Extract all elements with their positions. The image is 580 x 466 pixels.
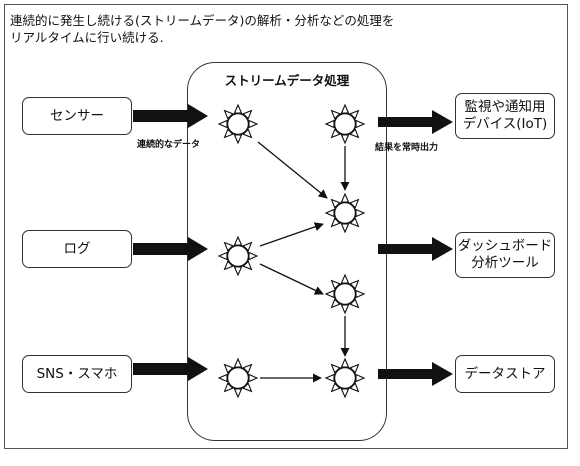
flow-arrow-1: [257, 141, 328, 199]
figure-frame: [4, 4, 568, 449]
source-sns-smartphone: SNS・スマホ: [22, 355, 132, 393]
sun-gear-icon: [325, 193, 365, 233]
processor-nodes: [218, 104, 365, 398]
output-arrow-monitoring: [378, 110, 453, 134]
sun-gear-icon: [325, 104, 365, 144]
input-arrow-log: [133, 237, 208, 261]
stream-processing-title: ストリームデータ処理: [224, 73, 350, 88]
flow-arrow-4: [259, 263, 324, 295]
output-datastore: データストア: [455, 355, 555, 393]
sun-gear-icon: [325, 358, 365, 398]
output-arrow-datastore: [378, 362, 453, 386]
input-arrow-sensor: [133, 104, 208, 128]
sun-gear-icon: [218, 104, 258, 144]
sun-gear-icon: [218, 358, 258, 398]
intro-text: 連続的に発生し続ける(ストリームデータ)の解析・分析などの処理を リアルタイムに…: [10, 13, 395, 45]
sun-gear-icon: [218, 236, 258, 276]
output-arrows: [378, 110, 453, 386]
continuous-data-label: 連続的なデータ: [137, 140, 201, 150]
flow-arrow-3: [259, 222, 324, 247]
output-arrow-dashboard: [378, 237, 453, 261]
input-arrows: [133, 104, 208, 381]
constant-output-label: 結果を常時出力: [375, 143, 439, 153]
sun-gear-icon: [325, 274, 365, 314]
output-monitoring-device: 監視や通知用 デバイス(IoT): [455, 93, 555, 139]
source-log: ログ: [22, 230, 132, 268]
output-dashboard-tool: ダッシュボード 分析ツール: [455, 232, 555, 278]
input-arrow-sns: [133, 357, 208, 381]
flow-arrows: [257, 141, 350, 383]
source-sensor: センサー: [22, 97, 132, 135]
